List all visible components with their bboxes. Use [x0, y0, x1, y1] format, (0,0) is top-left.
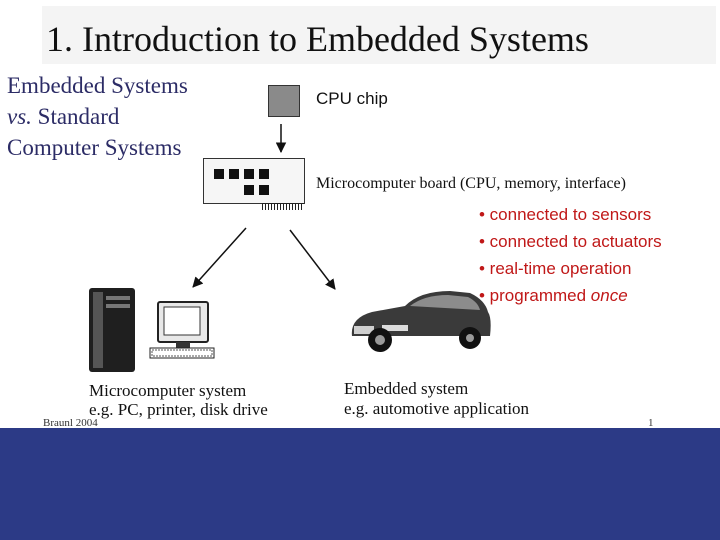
bullet-item: • connected to actuators: [479, 232, 662, 251]
slide-heading: Embedded Systems vs. Standard Computer S…: [7, 70, 188, 163]
bullet-item: • real-time operation: [479, 259, 632, 278]
heading-line-2: vs. Standard: [7, 101, 188, 132]
bullet-text: • programmed: [479, 286, 591, 305]
microcomputer-system-examples: e.g. PC, printer, disk drive: [89, 400, 268, 419]
cpu-chip-label: CPU chip: [316, 89, 388, 108]
footer-page-number: 1: [648, 417, 654, 429]
footer-band: [0, 428, 720, 540]
heading-line-1: Embedded Systems: [7, 73, 188, 98]
board-label: Microcomputer board (CPU, memory, interf…: [316, 175, 626, 192]
board-connector-icon: [262, 203, 304, 210]
embedded-system-label: Embedded system: [344, 379, 469, 398]
microcomputer-system-label: Microcomputer system: [89, 381, 247, 400]
pc-monitor-icon: [157, 301, 209, 348]
title-bar: [42, 6, 716, 64]
car-icon: [351, 291, 491, 352]
heading-vs: vs.: [7, 104, 32, 129]
embedded-system-examples: e.g. automotive application: [344, 399, 530, 418]
bullet-item: • programmed once: [479, 282, 662, 309]
footer-author: Braunl 2004: [43, 417, 98, 429]
arrow-to-microcomputer: [192, 227, 247, 288]
bullet-item: • connected to sensors: [479, 205, 652, 224]
embedded-features-list: • connected to sensors • connected to ac…: [479, 201, 662, 309]
pc-keyboard-icon: [149, 347, 215, 359]
arrow-to-embedded: [289, 229, 336, 290]
slide-title: 1. Introduction to Embedded Systems: [46, 19, 589, 59]
cpu-chip-icon: [268, 85, 300, 117]
pc-tower-icon: [89, 288, 135, 372]
heading-line-3: Computer Systems: [7, 135, 182, 160]
heading-standard: Standard: [31, 104, 120, 129]
microcomputer-board-icon: [203, 158, 305, 204]
bullet-emphasis: once: [590, 286, 628, 305]
